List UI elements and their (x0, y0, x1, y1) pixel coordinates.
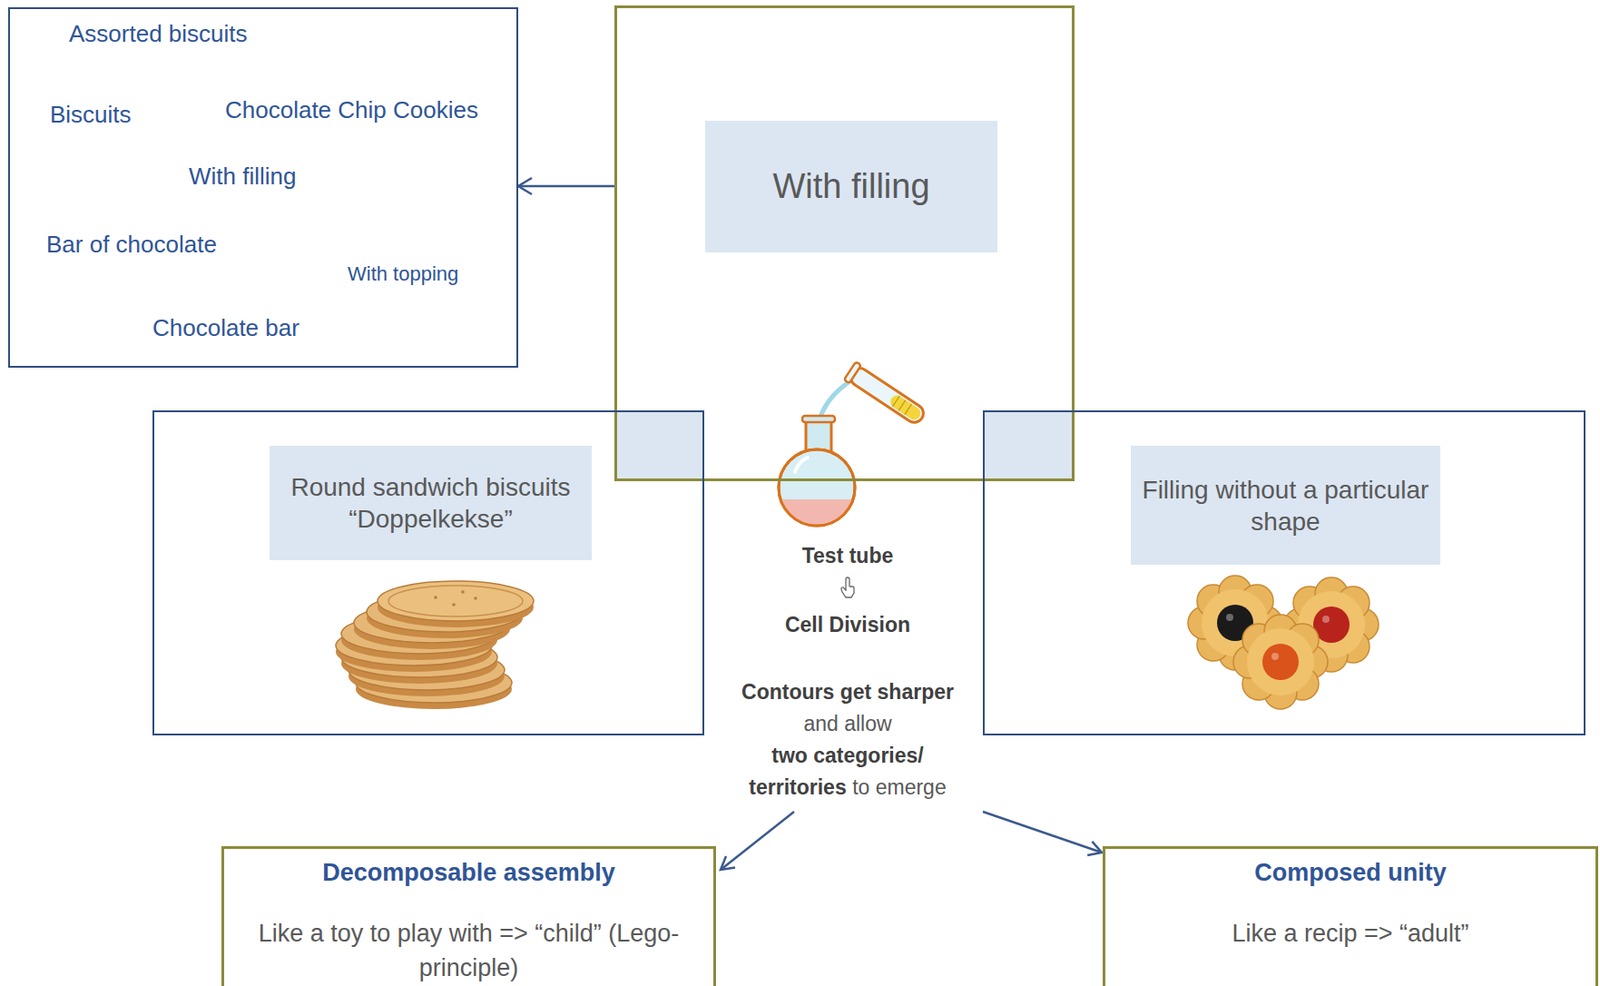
center-note: two categories/ (771, 743, 923, 767)
center-note-line: and allow (711, 708, 984, 738)
center-note-line: territoriesto emerge (711, 772, 984, 802)
center-note-line: Cell Division (711, 609, 984, 639)
center-note: and allow (803, 711, 892, 736)
cloud-word: With topping (347, 262, 459, 286)
center-note: Contours get sharper (741, 679, 954, 704)
outcome-box: Decomposable assemblyLike a toy to play … (221, 845, 717, 986)
panel-label: With filling (772, 165, 930, 209)
box-body: Like a toy to play with => “child” (Lego… (224, 915, 714, 985)
overlap-tint (982, 410, 1075, 481)
panel-label: Round sandwich biscuits “Doppelkekse” (280, 471, 581, 535)
cloud-word: Chocolate bar (152, 314, 300, 343)
center-note: to emerge (852, 775, 947, 799)
connector-arrow (518, 177, 615, 195)
center-note: Cell Division (785, 612, 911, 637)
label-panel: Filling without a particular shape (1130, 445, 1441, 565)
center-note-line: two categories/ (711, 740, 984, 770)
box-heading: Composed unity (1105, 848, 1596, 887)
jam-cookies (1187, 575, 1379, 709)
connector-part (518, 185, 615, 188)
cloud-word: Bar of chocolate (46, 230, 217, 259)
cloud-word: Assorted biscuits (68, 19, 248, 49)
panel-label: Filling without a particular shape (1141, 473, 1430, 538)
test-tube-icon (778, 361, 928, 526)
cloud-word: Biscuits (49, 100, 132, 129)
center-note: territories (748, 775, 846, 799)
subcategory-box: Round sandwich biscuits “Doppelkekse” (152, 410, 705, 736)
biscuit-stack (335, 580, 534, 709)
center-note: Test tube (802, 543, 894, 568)
cloud-word: With filling (188, 162, 296, 191)
word-cloud-box: Assorted biscuitsBiscuits Chocolate Chip … (8, 7, 519, 368)
label-panel: Round sandwich biscuits “Doppelkekse” (269, 445, 592, 560)
box-body: Like a recip => “adult” (1105, 915, 1596, 951)
center-note-line: Contours get sharper (711, 677, 984, 707)
subcategory-box: Filling without a particular shape (982, 410, 1586, 736)
center-note-line: Test tube (711, 540, 984, 570)
label-panel: With filling (705, 120, 998, 253)
cloud-word: Chocolate Chip Cookies (225, 96, 479, 125)
pointing-hand-icon (841, 577, 854, 598)
overlap-tint (614, 410, 705, 481)
box-heading: Decomposable assembly (224, 848, 714, 887)
split-arrows (720, 811, 1102, 870)
connector-part (518, 177, 532, 195)
outcome-box: Composed unityLike a recip => “adult” (1102, 845, 1599, 986)
